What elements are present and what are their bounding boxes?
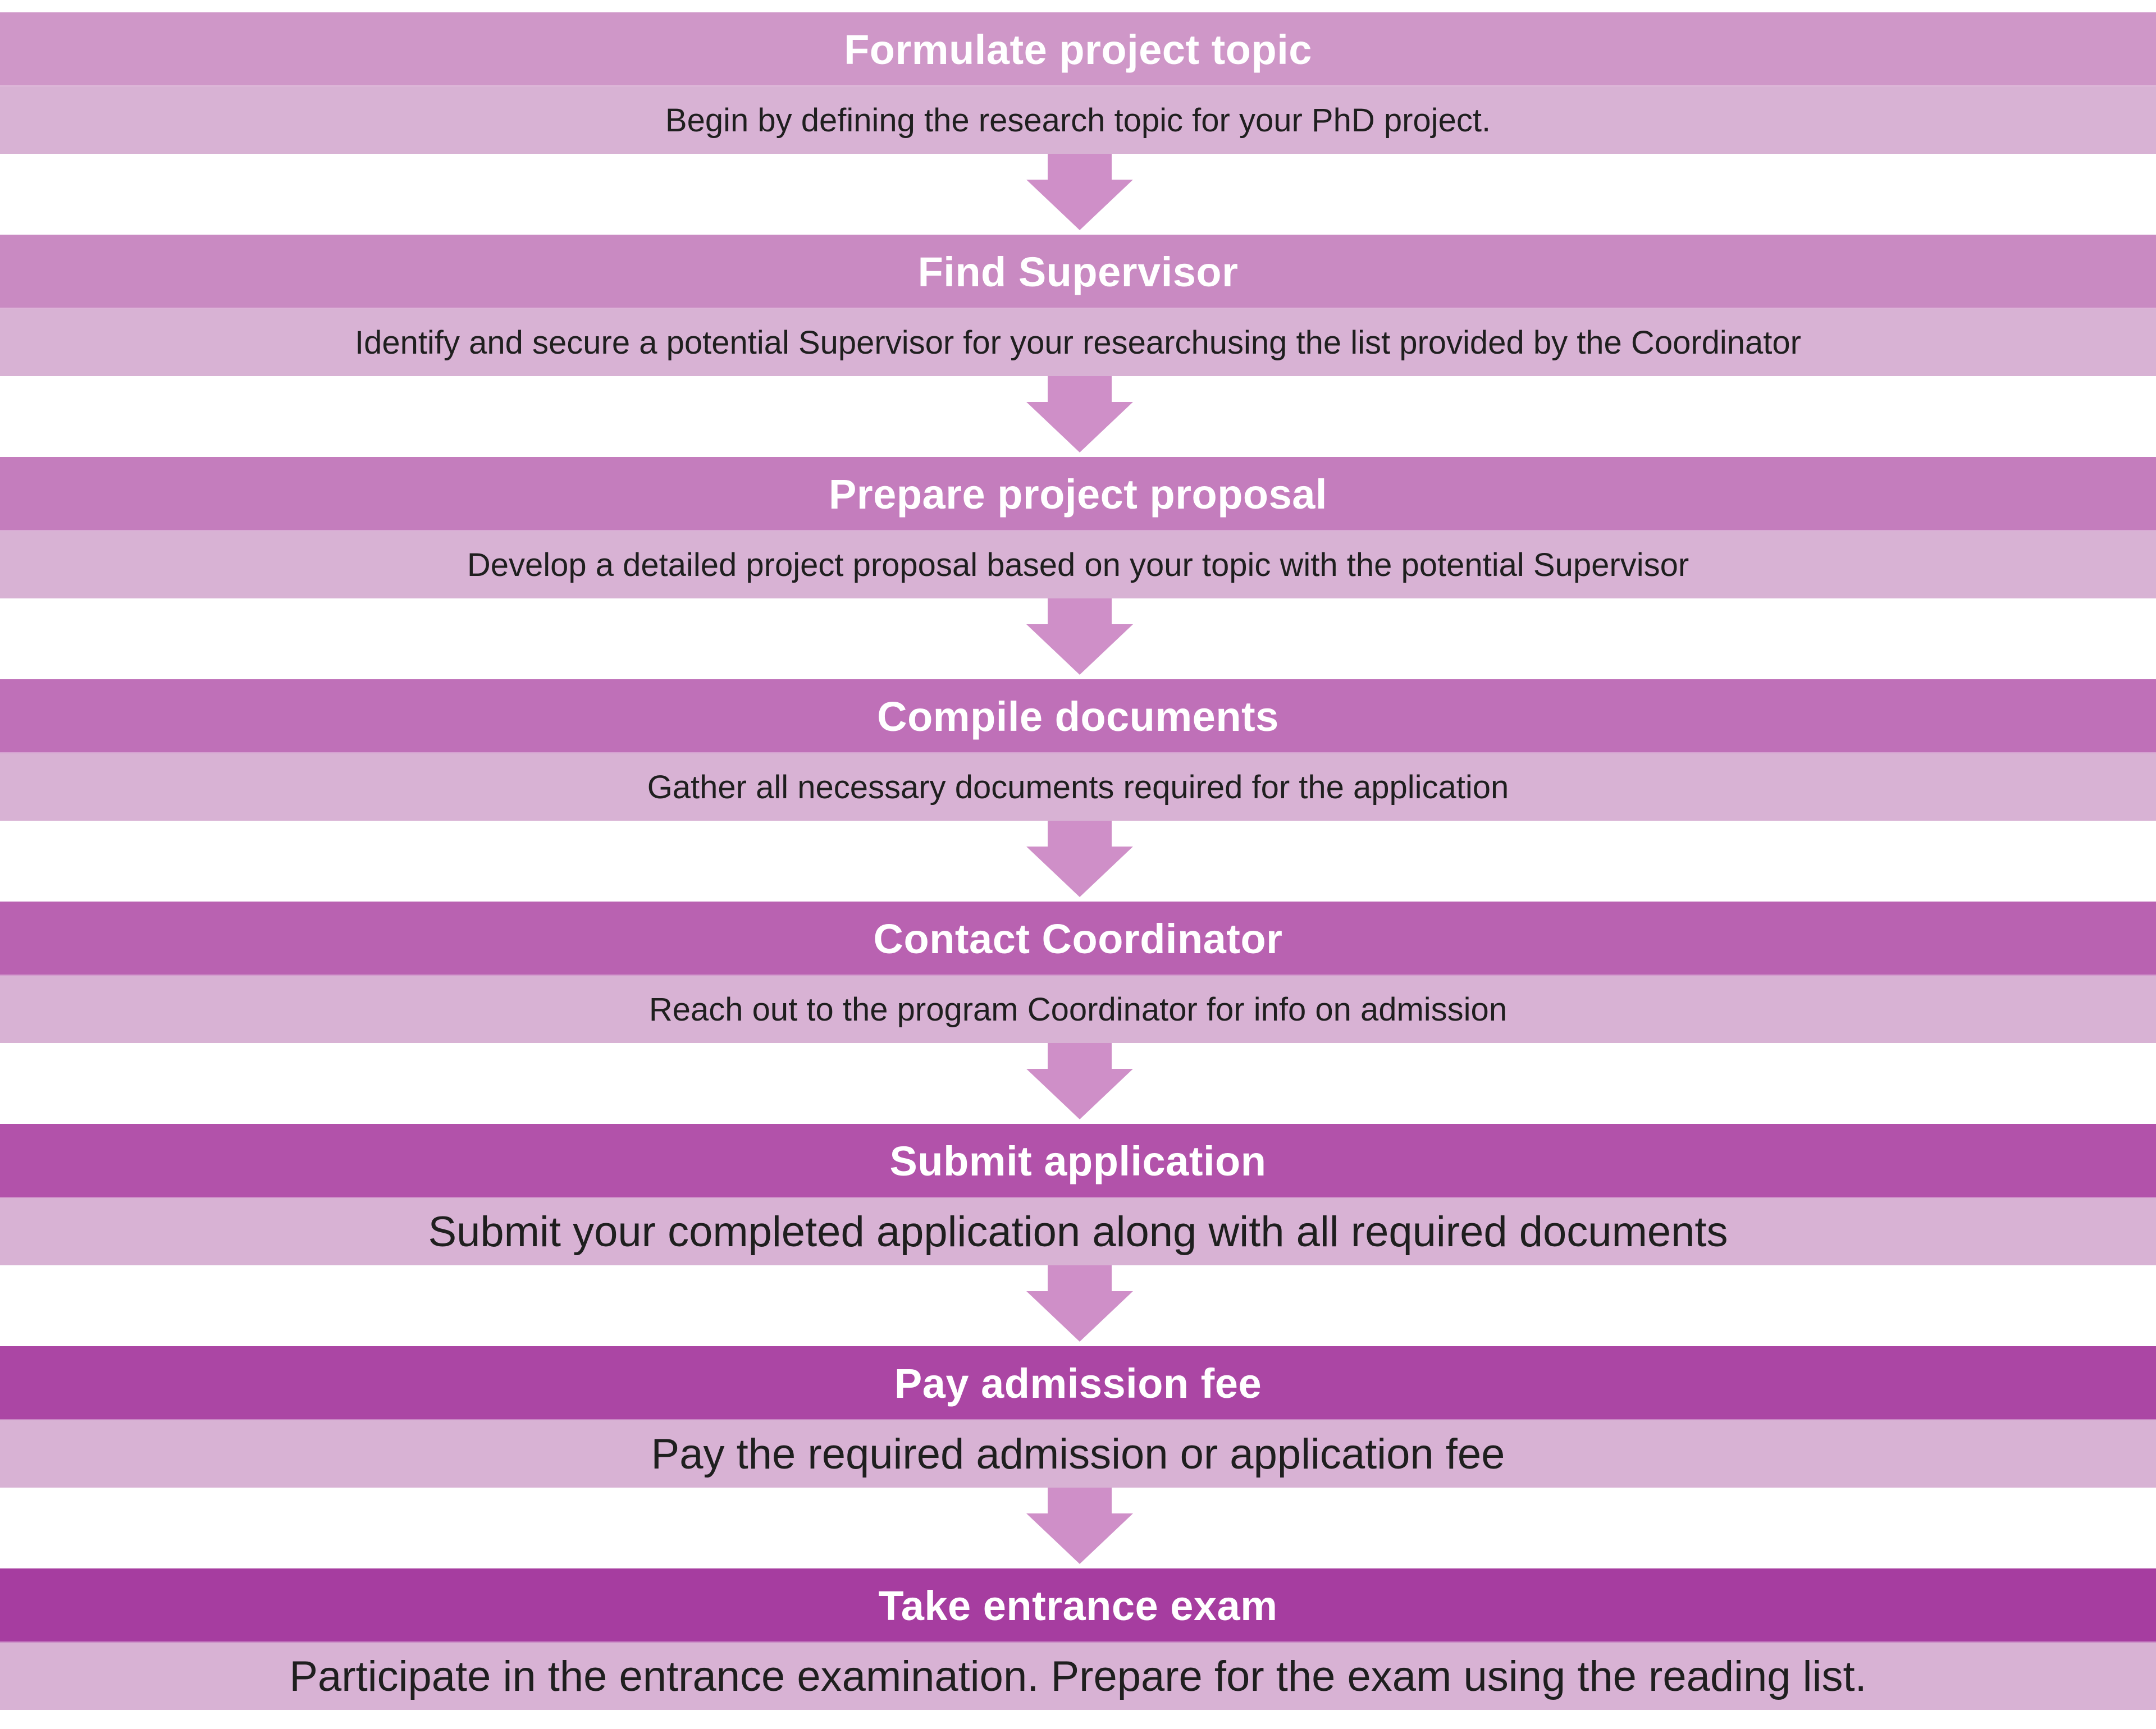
down-arrow-icon (1026, 1265, 1133, 1342)
step-description: Identify and secure a potential Supervis… (0, 309, 2156, 376)
step-title: Prepare project proposal (0, 457, 2156, 531)
step-title: Pay admission fee (0, 1346, 2156, 1420)
step-description: Gather all necessary documents required … (0, 753, 2156, 821)
step-description: Develop a detailed project proposal base… (0, 531, 2156, 598)
step-description: Pay the required admission or applicatio… (0, 1420, 2156, 1488)
down-arrow-icon (1026, 821, 1133, 897)
down-arrow-icon (1026, 598, 1133, 675)
down-arrow-icon (1026, 376, 1133, 452)
down-arrow-icon (1026, 1488, 1133, 1564)
step-description: Reach out to the program Coordinator for… (0, 976, 2156, 1043)
step-description: Submit your completed application along … (0, 1198, 2156, 1265)
step-description: Begin by defining the research topic for… (0, 86, 2156, 154)
step-title: Compile documents (0, 679, 2156, 753)
step-title: Take entrance exam (0, 1568, 2156, 1643)
step-title: Formulate project topic (0, 12, 2156, 86)
down-arrow-icon (1026, 1043, 1133, 1119)
step-title: Contact Coordinator (0, 902, 2156, 976)
step-title: Find Supervisor (0, 235, 2156, 309)
step-title: Submit application (0, 1124, 2156, 1198)
step-description: Participate in the entrance examination.… (0, 1643, 2156, 1710)
down-arrow-icon (1026, 154, 1133, 230)
